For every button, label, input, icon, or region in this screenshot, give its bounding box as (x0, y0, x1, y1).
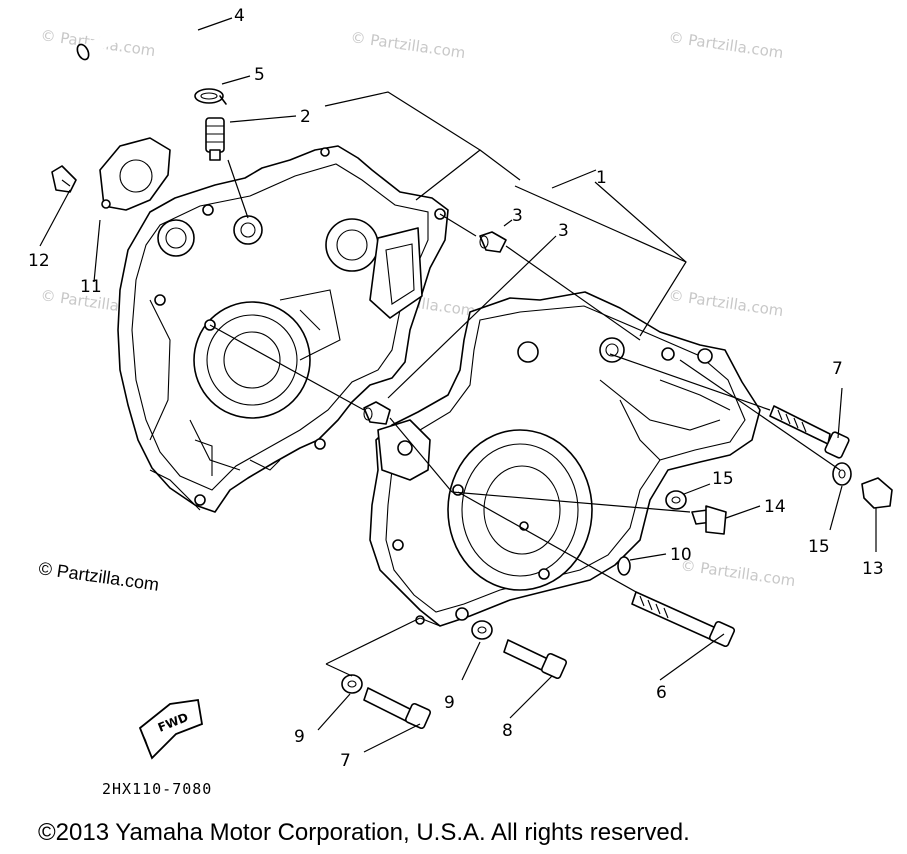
part-number-label: 7 (832, 359, 843, 379)
watermark: © Partzilla.com (349, 28, 466, 62)
part-number-label: 15 (712, 469, 734, 489)
washer-9-lower (341, 674, 363, 694)
leader-lines (39, 17, 877, 753)
gasket-plate (99, 137, 171, 211)
part-number-label: 7 (340, 751, 351, 771)
part-number-label: 4 (234, 6, 245, 26)
part-number-label: 5 (254, 65, 265, 85)
bolt-7-right (769, 405, 850, 459)
washer-9-upper (471, 620, 493, 640)
dowel-pin-lower (363, 401, 391, 425)
washer-15-left (665, 490, 687, 510)
breather-fitting (205, 117, 225, 161)
watermark: © Partzilla.com (667, 28, 784, 62)
left-crankcase (117, 145, 449, 513)
part-number-label: 8 (502, 721, 513, 741)
small-bolt-12 (51, 165, 77, 193)
part-number-label: 15 (808, 537, 830, 557)
part-number-label: 13 (862, 559, 884, 579)
watermark: © Partzilla.com (679, 556, 796, 590)
washer-15-right (832, 462, 852, 486)
fwd-arrow-icon: FWD (138, 698, 204, 760)
part-number-label: 14 (764, 497, 786, 517)
part-number-label: 10 (670, 545, 692, 565)
part-number-label: 12 (28, 251, 50, 271)
bolt-8 (503, 639, 568, 680)
breather-hose (76, 12, 202, 96)
right-crankcase (369, 291, 761, 627)
assembly-lines (209, 91, 841, 677)
copyright-notice: ©2013 Yamaha Motor Corporation, U.S.A. A… (38, 819, 690, 846)
part-number-labels: 1 2 3 3 4 5 6 7 7 8 9 9 10 11 12 13 14 1… (28, 6, 884, 771)
dowel-pin-upper (479, 231, 507, 253)
part-number-label: 2 (300, 107, 311, 127)
o-ring-10 (617, 556, 631, 576)
part-number-label: 3 (512, 206, 523, 226)
part-number-label: 9 (444, 693, 455, 713)
diagram-code: 2HX110-7080 (102, 780, 212, 798)
bolt-7-lower (363, 687, 432, 730)
hose-clip (194, 88, 227, 105)
bolt-6 (631, 591, 736, 648)
drain-bolt-14 (691, 505, 727, 535)
part-number-label: 3 (558, 221, 569, 241)
part-number-label: 6 (656, 683, 667, 703)
bolt-13 (861, 477, 893, 509)
part-number-label: 11 (80, 277, 102, 297)
partzilla-credit: © Partzilla.com (37, 558, 160, 595)
part-number-label: 9 (294, 727, 305, 747)
part-number-label: 1 (596, 168, 607, 188)
watermark: © Partzilla.com (667, 286, 784, 320)
